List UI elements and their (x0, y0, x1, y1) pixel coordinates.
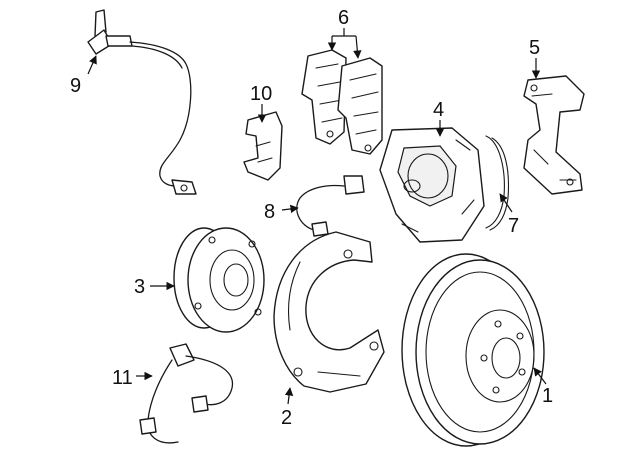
wear-sensor-part (296, 175, 365, 237)
callout-2: 2 (281, 407, 292, 429)
callout-1: 1 (542, 385, 553, 407)
caliper-clip-part (243, 111, 283, 181)
callout-11: 11 (112, 367, 133, 389)
callout-6: 6 (338, 7, 349, 29)
wheel-hub-part (173, 227, 265, 333)
brake-pads-part (301, 49, 383, 155)
brake-caliper-part (379, 127, 485, 243)
anti-rattle-spring-part (485, 135, 509, 231)
leader-lines (87, 28, 547, 405)
caliper-bracket-part (523, 75, 585, 195)
splash-shield-part (273, 231, 385, 393)
brake-hose-part (139, 343, 234, 444)
callout-10: 10 (250, 83, 272, 105)
callout-9: 9 (70, 75, 81, 97)
callout-3: 3 (134, 276, 145, 298)
callout-4: 4 (433, 99, 444, 121)
callout-8: 8 (264, 201, 275, 223)
wheel-speed-sensor-part (87, 9, 197, 195)
callout-7: 7 (508, 215, 519, 237)
callout-5: 5 (529, 37, 540, 59)
brake-rotor-part (401, 253, 545, 447)
